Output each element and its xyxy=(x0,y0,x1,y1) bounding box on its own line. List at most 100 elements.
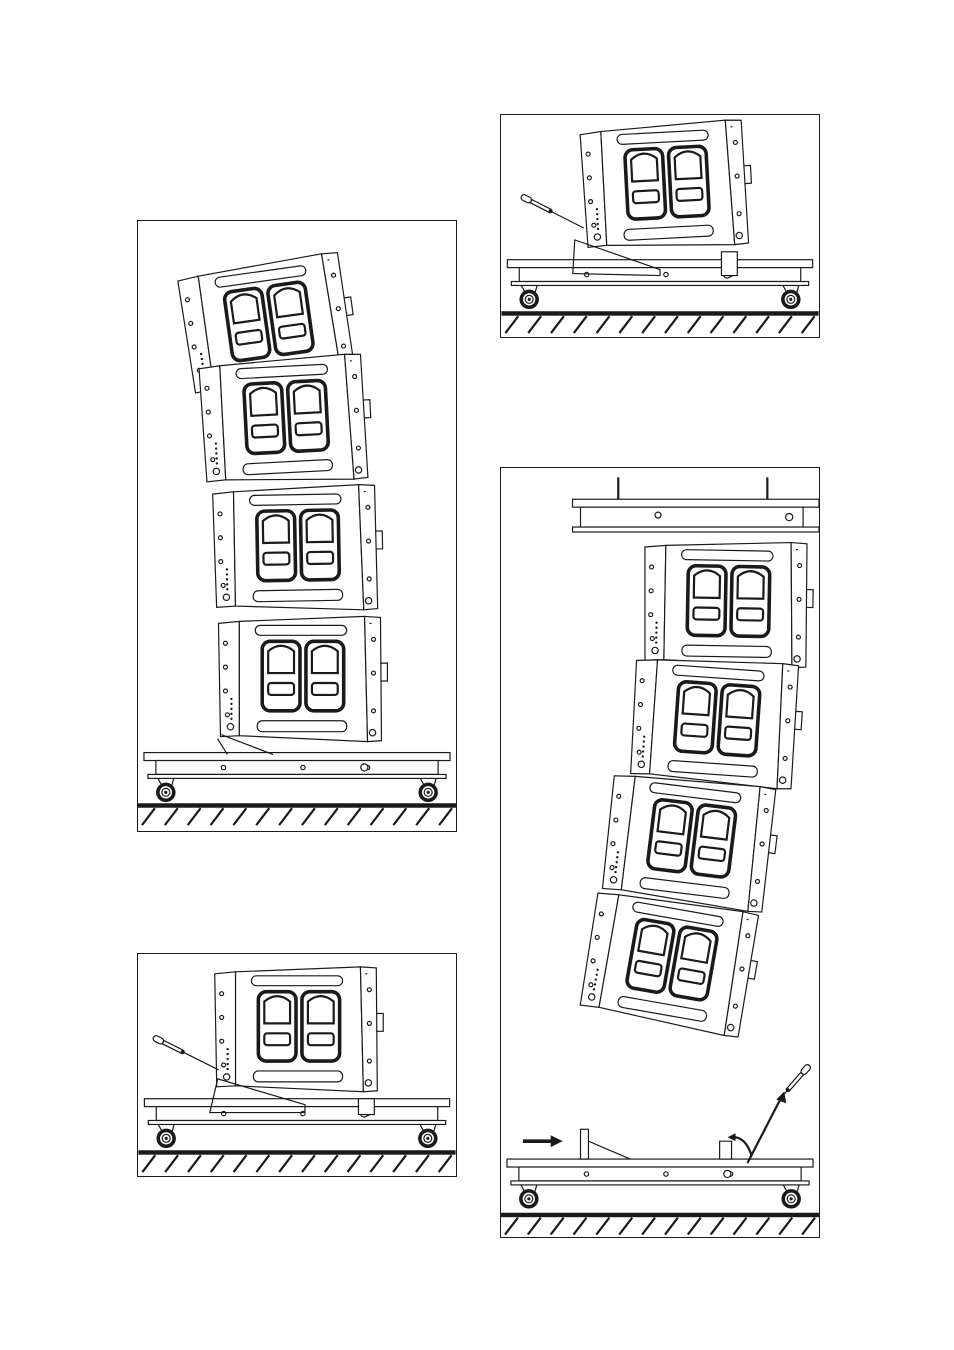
rigging-hole xyxy=(341,344,345,348)
pin-body xyxy=(784,1063,811,1093)
speaker-module xyxy=(213,484,384,612)
transport-cart xyxy=(507,240,812,307)
cart-hole xyxy=(221,765,225,769)
cart-base-plate xyxy=(148,1121,445,1125)
transport-cart xyxy=(507,1159,813,1207)
push-arrow-head xyxy=(551,1135,563,1147)
rigging-hole xyxy=(372,637,376,641)
floor-hatch xyxy=(505,316,518,333)
rigging-hole xyxy=(223,641,227,645)
floor-line xyxy=(138,803,456,807)
floor-hatch xyxy=(393,1155,406,1172)
rigging-hole xyxy=(219,560,223,564)
floor-hatch xyxy=(233,808,246,825)
slot-bottom xyxy=(253,589,343,601)
rigging-hole xyxy=(591,959,596,964)
cart-pin-hole xyxy=(724,1170,731,1177)
rigging-hole xyxy=(733,1004,738,1009)
rigging-hole xyxy=(638,702,642,706)
cart-hole xyxy=(664,272,668,276)
speaker-module xyxy=(199,353,374,487)
quick-release-pin-icon xyxy=(520,194,584,228)
slot-top xyxy=(682,550,774,562)
rigging-plate-right xyxy=(360,967,377,1092)
cart-beam xyxy=(156,761,438,775)
locking-pin xyxy=(727,1024,734,1031)
speaker-stack xyxy=(177,251,388,742)
speaker-module xyxy=(215,967,383,1092)
cart-beam xyxy=(519,1167,801,1181)
speaker-module xyxy=(600,769,783,914)
locking-pin xyxy=(794,656,800,662)
pin-shaft xyxy=(530,200,551,213)
hatched-floor-icon xyxy=(138,1150,456,1172)
floor-hatch xyxy=(188,1155,201,1172)
cart-hole xyxy=(584,1172,588,1176)
rigging-hole xyxy=(367,1059,371,1063)
rigging-hole xyxy=(353,374,357,378)
rigging-hole xyxy=(185,298,189,302)
pin-shaft xyxy=(786,1072,803,1091)
floor-hatch xyxy=(756,1218,769,1235)
rigging-hole xyxy=(760,842,764,846)
caster-wheel-icon xyxy=(783,285,799,307)
rigging-frame xyxy=(573,477,819,532)
rotation-arrow-icon xyxy=(734,1137,752,1155)
panel-suspended-array xyxy=(500,467,820,1238)
locking-pin xyxy=(638,761,645,768)
rigging-hole xyxy=(640,679,644,683)
rigging-hole xyxy=(189,321,193,325)
floor-hatch xyxy=(393,808,406,825)
floor-hatch xyxy=(256,1155,269,1172)
floor-hatch xyxy=(371,808,384,825)
speaker-module xyxy=(580,119,755,253)
floor-hatch xyxy=(733,316,746,333)
hatched-floor-icon xyxy=(501,1213,819,1235)
floor-hatch xyxy=(165,1155,178,1172)
rigging-hole xyxy=(650,637,654,641)
slot-top xyxy=(255,625,346,635)
floor-hatch xyxy=(416,1155,429,1172)
rigging-hole xyxy=(595,935,600,940)
rigging-hole xyxy=(367,1021,371,1025)
caster-wheel-icon xyxy=(158,1124,174,1146)
cart-pin-hole xyxy=(361,764,368,771)
floor-hatch xyxy=(756,316,769,333)
floor-hatch xyxy=(302,808,315,825)
slot-top xyxy=(249,494,341,506)
floor-hatch xyxy=(439,808,452,825)
rigging-hole xyxy=(733,140,737,144)
rigging-hole xyxy=(611,841,615,845)
hatched-floor-icon xyxy=(501,1213,819,1235)
caster-axle xyxy=(790,1197,793,1200)
floor-hatch xyxy=(505,1218,518,1235)
cart-strap xyxy=(221,735,273,755)
floor-hatch xyxy=(574,316,587,333)
rigging-hole xyxy=(356,446,360,450)
locking-pin xyxy=(213,468,220,475)
floor-hatch xyxy=(302,1155,315,1172)
transport-cart xyxy=(144,753,450,801)
rigging-plate-left xyxy=(218,621,239,736)
pin-removed-drawing xyxy=(501,115,819,337)
rigging-hole xyxy=(192,345,196,349)
angle-hole xyxy=(226,1058,228,1060)
cart-top-rail xyxy=(507,260,812,268)
floor-hatch xyxy=(416,808,429,825)
locking-pin xyxy=(652,647,658,653)
locking-pin xyxy=(355,467,362,474)
rigging-hole xyxy=(220,1015,224,1019)
floor-hatch xyxy=(711,316,724,333)
speaker-module xyxy=(628,653,805,790)
rigging-hole xyxy=(367,577,371,581)
rigging-hole xyxy=(220,992,224,996)
cart-base-plate xyxy=(511,1181,809,1185)
slot-top xyxy=(251,976,342,986)
caster-wheel-icon xyxy=(521,285,537,307)
floor-hatch xyxy=(211,1155,224,1172)
speaker-module xyxy=(215,967,383,1092)
rigging-hole xyxy=(783,756,787,760)
slot-bottom xyxy=(253,1071,342,1082)
rigging-hole xyxy=(331,273,335,277)
rigging-hole xyxy=(599,912,604,917)
